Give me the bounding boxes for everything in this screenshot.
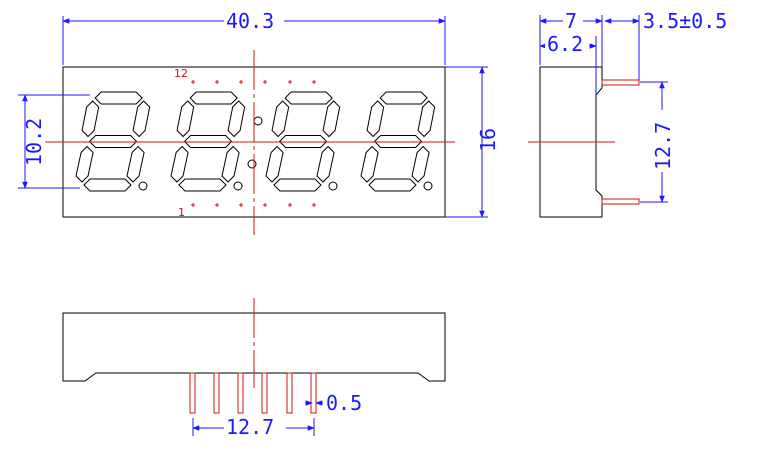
colon-dot-lower — [247, 159, 257, 169]
bottom-view: 0.5 12.7 — [62, 298, 446, 439]
pin-marks — [191, 80, 316, 207]
seg-a — [94, 91, 143, 105]
pin-label-12: 12 — [174, 67, 188, 80]
seg-b — [132, 100, 151, 138]
seg-b — [322, 100, 341, 138]
seg-f — [366, 100, 385, 138]
seg-d — [273, 178, 322, 192]
bottom-pin-mark-2 — [215, 203, 219, 207]
bottom-pins — [189, 372, 317, 414]
pin-label-1: 1 — [178, 206, 185, 219]
seg-d — [83, 178, 132, 192]
seg-f — [271, 100, 290, 138]
pin-span-label: 12.7 — [226, 415, 274, 439]
bottom-pin-mark-1 — [191, 203, 195, 207]
seg-f — [176, 100, 195, 138]
seg-d — [178, 178, 227, 192]
bottom-body-outline — [62, 312, 446, 382]
seg-e — [360, 145, 379, 183]
front-view: 12 1 40.3 10.2 16 — [18, 8, 500, 235]
bottom-pin-mark-4 — [263, 203, 267, 207]
top-pin-mark-1 — [191, 80, 195, 84]
seg-e — [265, 145, 284, 183]
decimal-point — [328, 181, 338, 191]
bottom-pin-5 — [286, 372, 293, 414]
seg-e — [170, 145, 189, 183]
seg-d — [368, 178, 417, 192]
digit-3 — [265, 91, 341, 192]
decimal-point — [423, 181, 433, 191]
top-pin-mark-2 — [215, 80, 219, 84]
height-dimension-label: 16 — [476, 128, 500, 152]
depth-dimension-label: 7 — [565, 9, 577, 33]
seg-c — [221, 145, 240, 183]
digit-height-dimension — [18, 94, 90, 189]
bottom-pin-6 — [310, 372, 317, 414]
lead-length-label: 3.5±0.5 — [643, 9, 727, 33]
side-view: 7 6.2 3.5±0.5 12.7 — [528, 9, 727, 218]
seg-c — [411, 145, 430, 183]
row-spacing-label: 12.7 — [651, 122, 675, 170]
seg-c — [126, 145, 145, 183]
top-pin-mark-6 — [312, 80, 316, 84]
seg-e — [75, 145, 94, 183]
digit-4 — [360, 91, 436, 192]
width-dimension-label: 40.3 — [226, 9, 274, 33]
bottom-pin-mark-5 — [288, 203, 292, 207]
seg-a — [284, 91, 333, 105]
top-pin-mark-4 — [263, 80, 267, 84]
top-pin-mark-5 — [288, 80, 292, 84]
decimal-point — [138, 181, 148, 191]
top-pin-mark-3 — [239, 80, 243, 84]
seg-b — [417, 100, 436, 138]
pin-width-label: 0.5 — [326, 391, 362, 415]
side-body-outline — [539, 66, 603, 218]
seg-f — [81, 100, 100, 138]
seg-b — [227, 100, 246, 138]
lead-length-dimension — [604, 15, 640, 80]
height-dimension — [445, 66, 488, 218]
bottom-pin-mark-3 — [239, 203, 243, 207]
decimal-point — [233, 181, 243, 191]
bottom-pin-mark-6 — [312, 203, 316, 207]
body-depth-label: 6.2 — [547, 32, 583, 56]
digit-1 — [75, 91, 151, 192]
colon-dot-upper — [253, 116, 263, 126]
side-lead-top — [601, 79, 640, 86]
bottom-pin-1 — [189, 372, 196, 414]
bottom-pin-2 — [213, 372, 220, 414]
seg-a — [189, 91, 238, 105]
seg-c — [316, 145, 335, 183]
seg-a — [379, 91, 428, 105]
digit-height-label: 10.2 — [22, 118, 46, 166]
bottom-pin-4 — [261, 372, 268, 414]
side-lead-bottom — [601, 198, 640, 205]
bottom-pin-3 — [237, 372, 244, 414]
